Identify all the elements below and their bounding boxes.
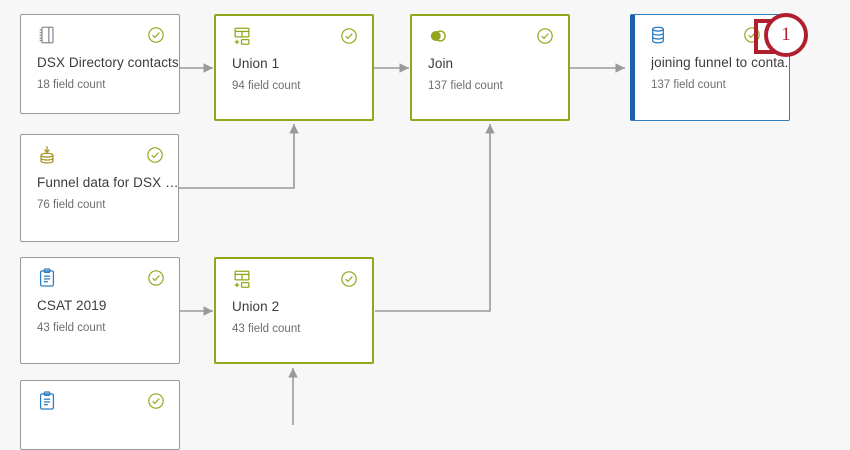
check-circle-icon: [536, 27, 554, 45]
node-field-count: 43 field count: [232, 323, 301, 335]
node-field-count: 76 field count: [37, 199, 106, 211]
clipboard-survey-icon: [36, 390, 58, 412]
node-header: [216, 16, 372, 56]
node-header: [21, 135, 178, 175]
clipboard-survey-icon: [36, 267, 58, 289]
node-csat-2019[interactable]: CSAT 2019 43 field count: [20, 257, 180, 364]
connector-funnel-to-union1: [179, 124, 299, 189]
check-circle-icon: [147, 269, 165, 287]
address-book-icon: [36, 24, 58, 46]
node-title: DSX Directory contacts: [37, 55, 179, 70]
check-circle-icon: [743, 26, 761, 44]
union-icon: [231, 268, 253, 290]
node-title: Union 2: [232, 299, 280, 314]
node-header: [21, 15, 179, 55]
node-joining-funnel-to-contacts[interactable]: joining funnel to conta... 137 field cou…: [630, 14, 790, 121]
node-header: [21, 258, 179, 298]
check-circle-icon: [146, 146, 164, 164]
node-header: [216, 259, 372, 299]
connector-union2-to-join: [375, 124, 495, 312]
node-title: Union 1: [232, 56, 280, 71]
check-circle-icon: [340, 27, 358, 45]
database-import-icon: [36, 144, 58, 166]
annotation-badge-1: 1: [764, 13, 808, 57]
node-dsx-directory-contacts[interactable]: DSX Directory contacts 18 field count: [20, 14, 180, 114]
check-circle-icon: [147, 26, 165, 44]
node-title: CSAT 2019: [37, 298, 107, 313]
node-title: joining funnel to conta...: [651, 55, 789, 70]
node-field-count: 137 field count: [651, 79, 726, 91]
node-field-count: 94 field count: [232, 80, 301, 92]
node-header: [412, 16, 568, 56]
node-field-count: 43 field count: [37, 322, 106, 334]
node-header: [21, 381, 179, 421]
node-field-count: 18 field count: [37, 79, 106, 91]
node-title: Funnel data for DSX …: [37, 175, 178, 190]
node-funnel-data-for-dsx[interactable]: Funnel data for DSX … 76 field count: [20, 134, 179, 242]
node-join[interactable]: Join 137 field count: [410, 14, 570, 121]
node-union-1[interactable]: Union 1 94 field count: [214, 14, 374, 121]
join-venn-icon: [427, 25, 449, 47]
union-icon: [231, 25, 253, 47]
node-union-2[interactable]: Union 2 43 field count: [214, 257, 374, 364]
database-icon: [647, 24, 669, 46]
node-title: Join: [428, 56, 454, 71]
node-field-count: 137 field count: [428, 80, 503, 92]
node-survey-partial[interactable]: [20, 380, 180, 450]
check-circle-icon: [340, 270, 358, 288]
check-circle-icon: [147, 392, 165, 410]
